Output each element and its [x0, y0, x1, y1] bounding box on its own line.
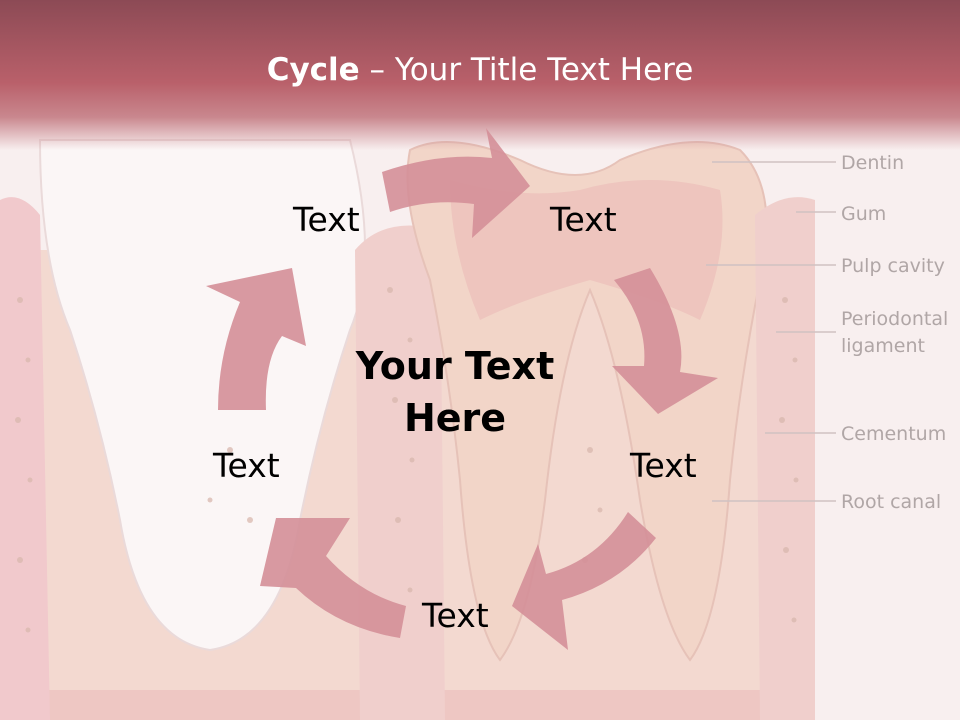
label-gum: Gum [841, 203, 887, 225]
label-root-canal: Root canal [841, 491, 942, 513]
label-ligament: ligament [841, 335, 925, 357]
cycle-label-1: Text [293, 200, 360, 239]
label-periodontal: Periodontal [841, 308, 949, 330]
cycle-arrow-3 [512, 512, 656, 650]
label-pulp-cavity: Pulp cavity [841, 255, 945, 277]
label-dentin: Dentin [841, 152, 905, 174]
cycle-arrow-2 [612, 268, 718, 414]
cycle-label-4: Text [422, 596, 489, 635]
cycle-label-2: Text [550, 200, 617, 239]
cycle-label-5: Text [213, 446, 280, 485]
cycle-arrow-1 [382, 128, 530, 238]
center-text: Your Text Here [330, 340, 580, 444]
cycle-arrow-5 [206, 268, 306, 410]
title-bar [0, 0, 960, 150]
center-text-line-2: Here [403, 396, 507, 440]
slide-title: Cycle – Your Title Text Here [0, 52, 960, 88]
title-bold: Cycle [266, 52, 360, 88]
label-cementum: Cementum [841, 423, 947, 445]
cycle-label-3: Text [630, 446, 697, 485]
cycle-arrow-4 [260, 518, 406, 638]
title-rest: – Your Title Text Here [359, 52, 694, 88]
center-text-line-1: Your Text [355, 344, 555, 388]
